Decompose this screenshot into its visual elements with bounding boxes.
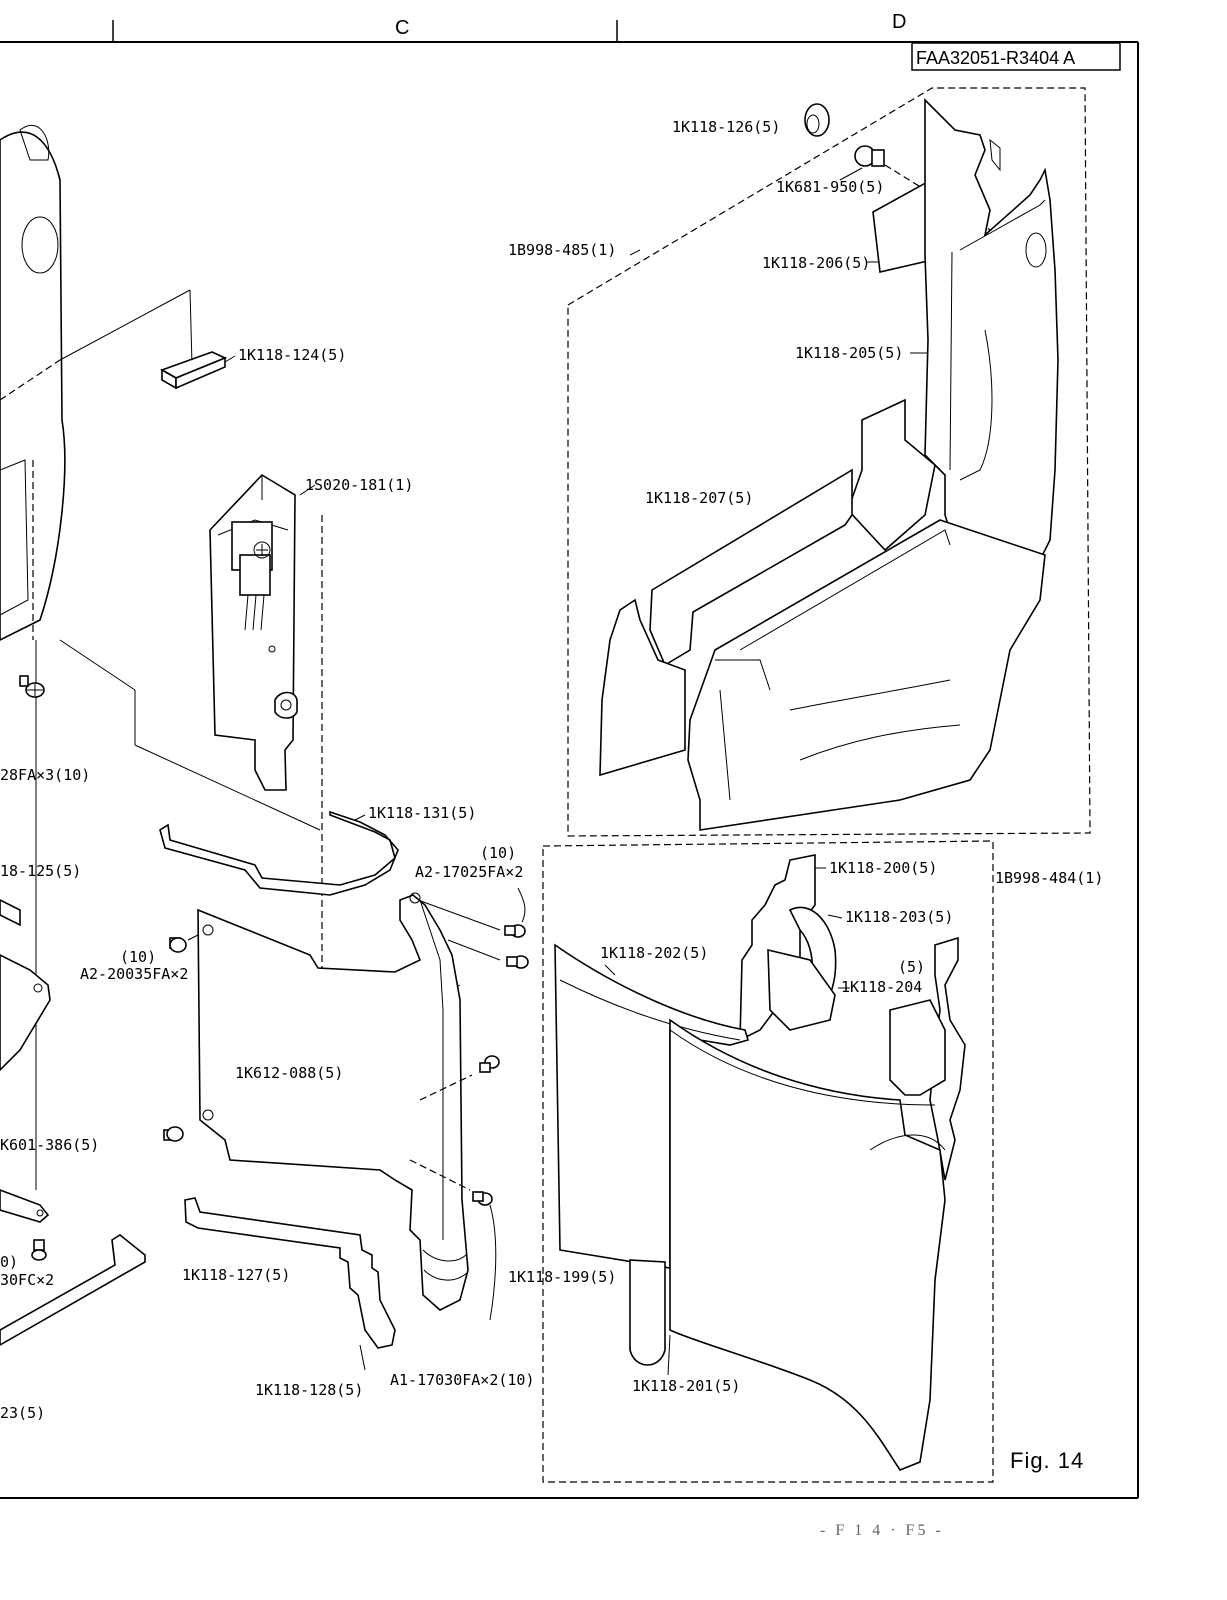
- screw-icon: [19, 675, 45, 698]
- part-1k118-201: [629, 1018, 946, 1471]
- callout-1k118-128: 1K118-128(5): [255, 1381, 363, 1399]
- screw-icon: [504, 924, 526, 938]
- callout-screw-30fc: 30FC×2: [0, 1271, 54, 1289]
- callout-a2-20035: A2-20035FA×2: [80, 965, 188, 983]
- callout-1k118-203: 1K118-203(5): [845, 908, 953, 926]
- zone-label-d: D: [892, 11, 906, 33]
- document-id-box: FAA32051-R3404 A: [911, 42, 1121, 71]
- callout-1s020-181: 1S020-181(1): [305, 476, 413, 494]
- callout-1k118-124: 1K118-124(5): [238, 346, 346, 364]
- callout-screw-28fa: 28FA×3(10): [0, 766, 90, 784]
- callout-a1-17030: A1-17030FA×2(10): [390, 1371, 535, 1389]
- callout-1k118-206: 1K118-206(5): [762, 254, 870, 272]
- assembly-box-1b998-484: [542, 840, 994, 1483]
- part-1k118-205: [910, 98, 1059, 561]
- screw-icon: [472, 1191, 493, 1206]
- callout-1k118-204: 1K118-204: [841, 978, 922, 996]
- callout-1k118-205: 1K118-205(5): [795, 344, 903, 362]
- callout-23: 23(5): [0, 1404, 45, 1422]
- assembly-box-1b998-485: [567, 87, 1091, 837]
- callout-1k681-950: 1K681-950(5): [776, 178, 884, 196]
- part-1k118-204: [767, 936, 966, 1181]
- callout-k601-386: K601-386(5): [0, 1136, 99, 1154]
- callout-screw-qty-left: 0): [0, 1253, 18, 1271]
- callout-1b998-484: 1B998-484(1): [995, 869, 1103, 887]
- document-id: FAA32051-R3404 A: [916, 48, 1075, 68]
- sheet-frame: [0, 20, 1139, 1499]
- part-1k118-131: [159, 810, 399, 896]
- callout-18-125: 18-125(5): [0, 862, 81, 880]
- callout-1k118-207: 1K118-207(5): [645, 489, 753, 507]
- page-footer: - F 1 4 · F5 -: [820, 1522, 944, 1539]
- screw-group-a2-17025: [417, 887, 529, 969]
- callout-1k118-200: 1K118-200(5): [829, 859, 937, 877]
- callout-1k118-127: 1K118-127(5): [182, 1266, 290, 1284]
- callout-1k118-199: 1K118-199(5): [508, 1268, 616, 1286]
- screw-icon: [169, 937, 187, 953]
- screw-a2-20035: [163, 929, 209, 1142]
- zone-label-c: C: [395, 17, 409, 39]
- callout-1k118-202: 1K118-202(5): [600, 944, 708, 962]
- callout-a2-17025: A2-17025FA×2: [415, 863, 523, 881]
- screw-icon: [506, 955, 529, 969]
- callout-1k118-131: 1K118-131(5): [368, 804, 476, 822]
- callout-1k118-126: 1K118-126(5): [672, 118, 780, 136]
- callout-1b998-485: 1B998-485(1): [508, 241, 616, 259]
- screw-icon: [163, 1126, 184, 1142]
- part-1k118-126-ring: [804, 103, 830, 137]
- figure-label: Fig. 14: [1010, 1448, 1084, 1473]
- callout-qty-a2-17025: (10): [480, 844, 516, 862]
- part-1k612-088-cover: [197, 892, 500, 1321]
- part-1k118-124: [160, 351, 236, 390]
- callout-qty-a2-20035: (10): [120, 948, 156, 966]
- screw-icon: [31, 1239, 47, 1261]
- callout-qty-1k118-204: (5): [898, 958, 925, 976]
- callout-1k612-088: 1K612-088(5): [235, 1064, 343, 1082]
- upper-case-body: [687, 519, 1046, 831]
- left-partial-assembly: [0, 124, 321, 1346]
- part-1k118-127: [184, 1197, 396, 1371]
- part-1k118-207: [599, 398, 936, 777]
- screw-icon: [479, 1055, 500, 1073]
- callout-1k118-201: 1K118-201(5): [632, 1377, 740, 1395]
